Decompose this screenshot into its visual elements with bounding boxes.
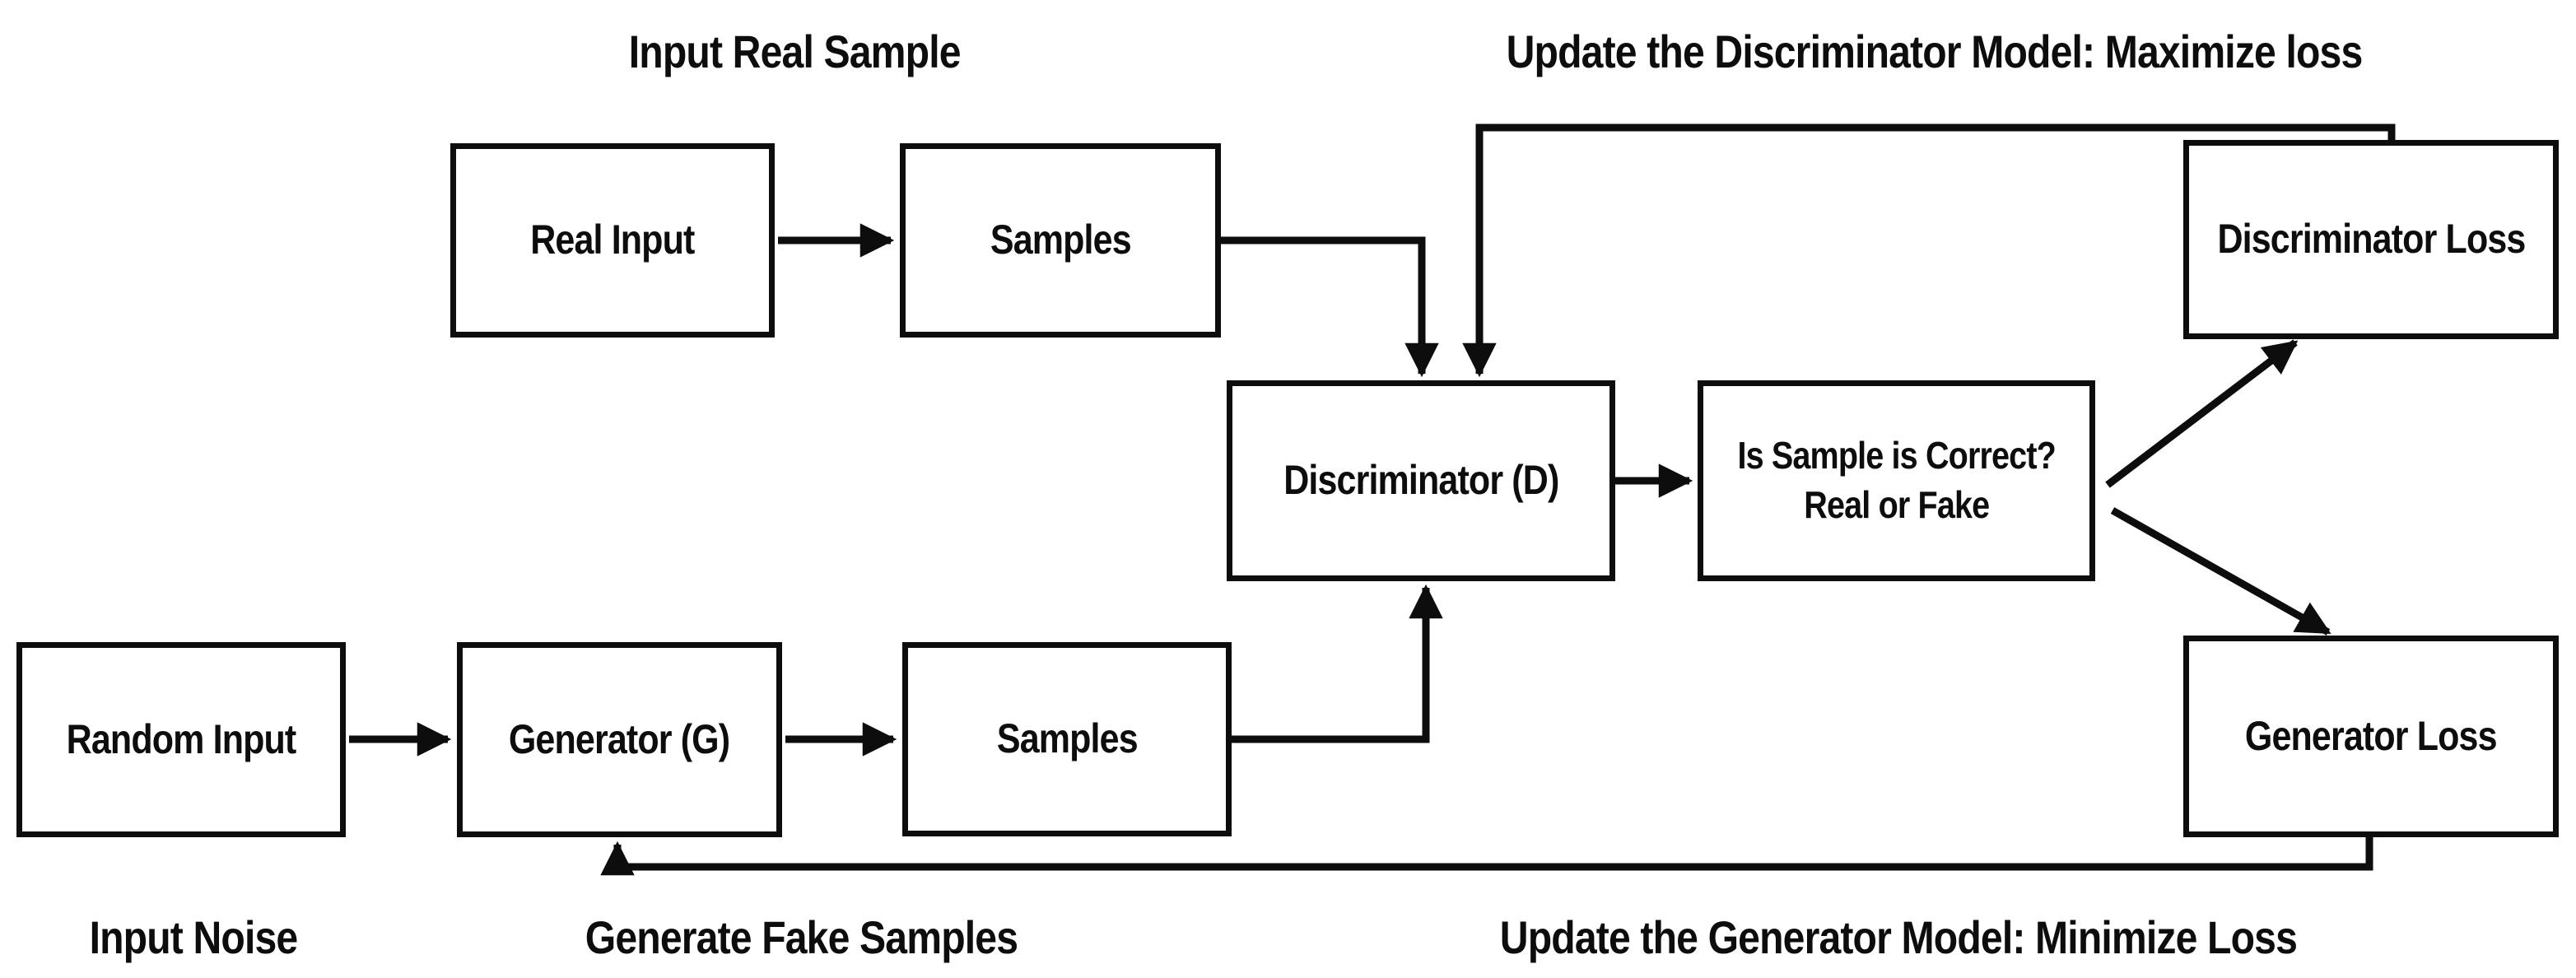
generator-loss-label: Generator Loss	[2245, 712, 2498, 759]
discriminator-box: Discriminator (D)	[1227, 380, 1615, 581]
edge-samples-fake-to-discriminator	[1230, 584, 1443, 743]
update-discriminator-annotation: Update the Discriminator Model: Maximize…	[1507, 25, 2364, 77]
real-input-label: Real Input	[530, 217, 695, 263]
edge-decision-to-generator-loss	[2110, 507, 2331, 636]
edge-generator-loss-feedback	[600, 836, 2373, 876]
random-input-box: Random Input	[16, 642, 346, 837]
generator-box: Generator (G)	[457, 642, 782, 837]
samples-real-box: Samples	[900, 143, 1221, 338]
edge-samples-real-to-discriminator	[1219, 236, 1439, 378]
generator-loss-box: Generator Loss	[2183, 636, 2559, 837]
random-input-label: Random Input	[66, 715, 297, 762]
discriminator-loss-label: Discriminator Loss	[2216, 216, 2526, 263]
generate-fake-samples-annotation: Generate Fake Samples	[585, 910, 1018, 963]
generator-label: Generator (G)	[509, 715, 730, 762]
input-noise-annotation: Input Noise	[89, 910, 299, 963]
samples-real-label: Samples	[990, 217, 1132, 263]
discriminator-label: Discriminator (D)	[1283, 457, 1559, 504]
samples-fake-label: Samples	[996, 715, 1139, 762]
input-real-sample-annotation: Input Real Sample	[628, 25, 962, 77]
edge-decision-to-discriminator-loss	[2105, 339, 2299, 488]
decision-label-line1: Is Sample is Correct?	[1737, 434, 2056, 477]
decision-box: Is Sample is Correct? Real or Fake	[1698, 380, 2095, 581]
update-generator-annotation: Update the Generator Model: Minimize Los…	[1499, 910, 2298, 963]
samples-fake-box: Samples	[902, 642, 1232, 836]
discriminator-loss-box: Discriminator Loss	[2183, 140, 2559, 339]
decision-label-line2: Real or Fake	[1804, 483, 1990, 526]
real-input-box: Real Input	[450, 143, 775, 338]
